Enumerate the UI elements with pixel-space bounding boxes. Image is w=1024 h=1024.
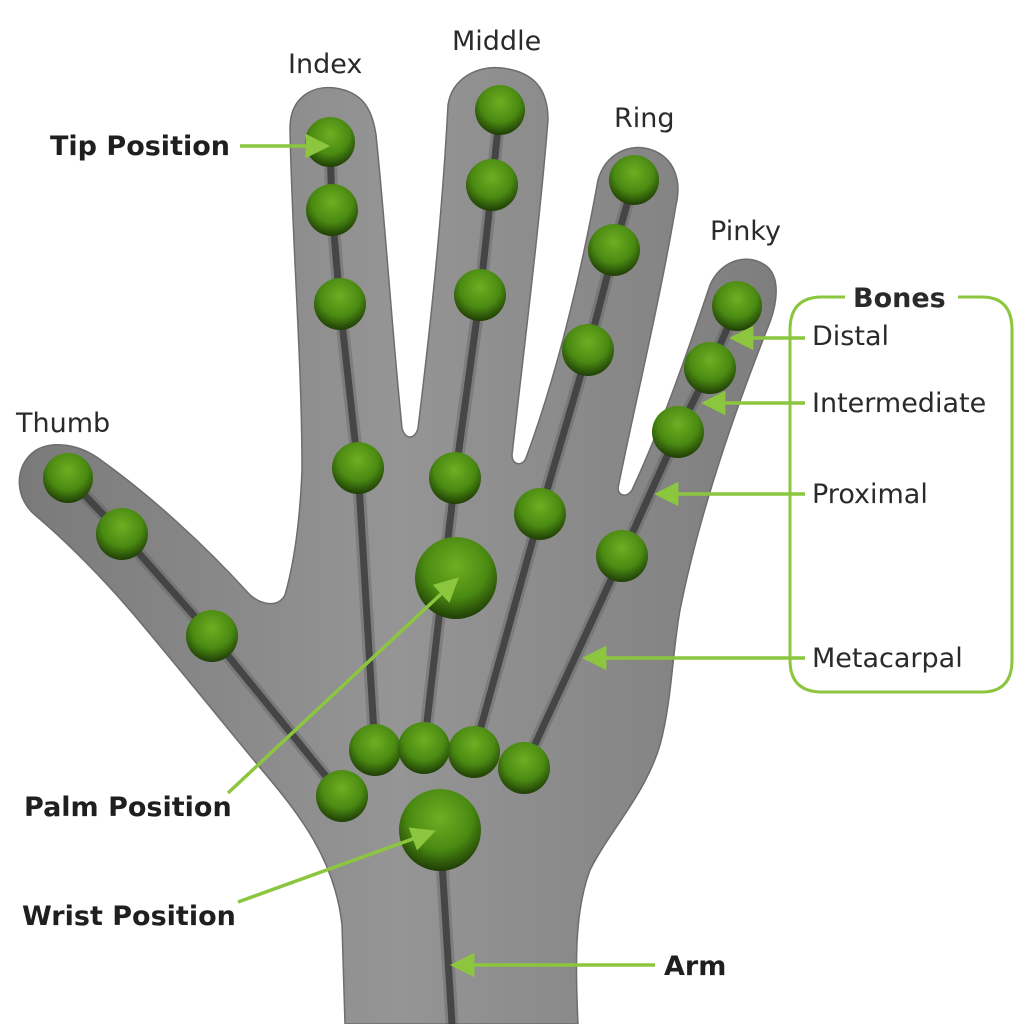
thumb-bone-2 <box>208 632 346 800</box>
pinky-joint-0 <box>712 281 762 331</box>
pinky-bone-3 <box>520 552 626 772</box>
label-bones-title: Bones <box>853 283 946 314</box>
middle-joint-3 <box>429 452 481 504</box>
pinky-joint-4 <box>498 742 550 794</box>
middle-joint-4 <box>398 722 450 774</box>
middle-joint-2 <box>454 269 506 321</box>
ring-joint-4 <box>448 726 500 778</box>
thumb-joint-3 <box>316 770 368 822</box>
index-joint-4 <box>349 724 401 776</box>
ring-joint-2 <box>562 324 614 376</box>
label-arm: Arm <box>664 951 726 982</box>
arrows <box>226 133 805 978</box>
palm-arrow <box>226 577 459 795</box>
ring-joint-1 <box>588 224 640 276</box>
index-joint-1 <box>306 184 358 236</box>
bone-labels: Bones Distal Intermediate Proximal Metac… <box>812 283 986 674</box>
position-labels: Tip Position Palm Position Wrist Positio… <box>22 131 726 982</box>
middle-joint-0 <box>475 85 525 135</box>
ring-joint-3 <box>514 488 566 540</box>
ring-bone-2 <box>536 346 592 518</box>
label-intermediate: Intermediate <box>812 388 986 419</box>
thumb-joint-2 <box>186 610 238 662</box>
thumb-joint-0 <box>43 453 93 503</box>
label-middle: Middle <box>452 26 541 57</box>
wrist-position-sphere <box>399 789 481 871</box>
index-joint-0 <box>305 117 355 167</box>
label-thumb: Thumb <box>15 408 110 439</box>
index-bone-3 <box>354 464 379 754</box>
pinky-joint-3 <box>596 530 648 582</box>
bones-bracket <box>788 295 1014 694</box>
pinky-joint-2 <box>652 406 704 458</box>
index-joint-3 <box>332 442 384 494</box>
middle-joint-1 <box>466 159 518 211</box>
pinky-joint-1 <box>684 342 736 394</box>
label-wrist-position: Wrist Position <box>22 901 236 932</box>
index-joint-2 <box>314 278 366 330</box>
label-palm-position: Palm Position <box>24 792 232 823</box>
finger-labels: Index Middle Ring Pinky Thumb <box>15 26 781 439</box>
wrist-arrow <box>237 827 436 904</box>
joints-layer <box>43 85 762 871</box>
label-index: Index <box>288 49 362 80</box>
label-ring: Ring <box>614 103 675 134</box>
hand-silhouette <box>18 66 777 1024</box>
middle-bone-2 <box>451 291 484 482</box>
thumb-joint-1 <box>96 508 148 560</box>
label-tip-position: Tip Position <box>50 131 230 162</box>
label-pinky: Pinky <box>710 216 781 247</box>
label-proximal: Proximal <box>812 479 928 510</box>
ring-bone-3 <box>470 510 544 756</box>
ring-joint-0 <box>609 155 659 205</box>
label-distal: Distal <box>812 321 889 352</box>
label-metacarpal: Metacarpal <box>812 643 963 674</box>
index-bone-2 <box>336 300 362 472</box>
hand-outline <box>18 66 777 1024</box>
